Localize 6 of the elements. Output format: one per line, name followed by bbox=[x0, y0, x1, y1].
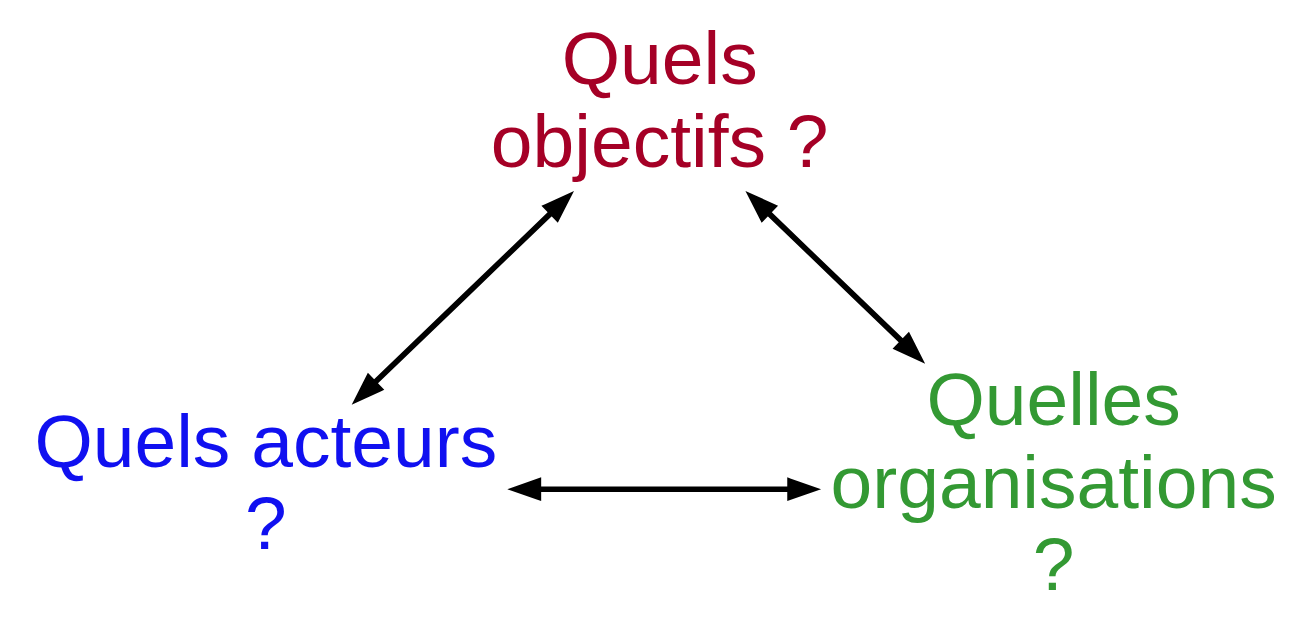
node-text: Quels acteurs ? bbox=[34, 398, 498, 566]
node-text: Quels objectifs ? bbox=[490, 16, 829, 183]
arrow bbox=[351, 190, 574, 405]
node-text: Quelles organisations ? bbox=[830, 357, 1277, 607]
arrow bbox=[745, 190, 926, 364]
arrow bbox=[507, 477, 822, 502]
